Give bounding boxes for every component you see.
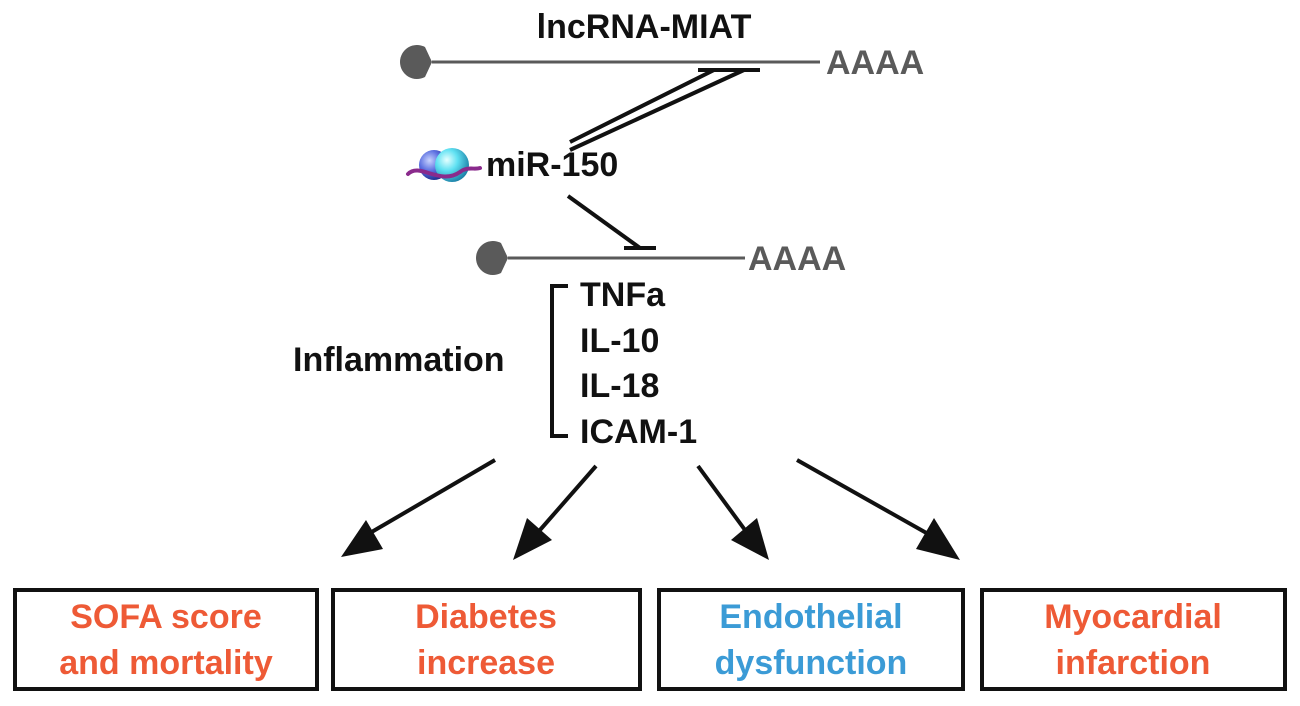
inhibition-line-1 xyxy=(569,68,715,144)
lncrna-title: lncRNA-MIAT xyxy=(537,8,752,46)
arrow-to-sofa xyxy=(341,458,497,557)
inhibition-line-2 xyxy=(569,68,745,152)
outcome-myocardial-line2: infarction xyxy=(1056,644,1211,682)
factor-icam-1: ICAM-1 xyxy=(580,413,697,451)
outcome-sofa-line1: SOFA score xyxy=(70,598,261,636)
outcome-endothelial-line1: Endothelial xyxy=(719,598,902,636)
poly-a-tail-target: AAAA xyxy=(748,240,846,278)
outcome-sofa-line2: and mortality xyxy=(59,644,273,682)
arrow-to-diabetes xyxy=(513,464,598,560)
arrow-to-myocardial xyxy=(796,458,960,560)
inhibition-line-3 xyxy=(566,194,642,250)
outcome-myocardial-line1: Myocardial xyxy=(1044,598,1222,636)
outcome-box-diabetes: Diabetes increase xyxy=(331,588,642,691)
outcome-diabetes-line2: increase xyxy=(417,644,555,682)
poly-a-tail-top: AAAA xyxy=(826,44,924,82)
factor-il-10: IL-10 xyxy=(580,322,659,360)
mirna-label: miR-150 xyxy=(486,146,618,184)
outcome-box-sofa: SOFA score and mortality xyxy=(13,588,319,691)
cap-icon-top xyxy=(400,44,432,80)
risc-complex-icon xyxy=(406,148,482,182)
inflammation-bracket xyxy=(550,284,568,438)
inflammation-label: Inflammation xyxy=(293,341,505,379)
outcome-box-endothelial: Endothelial dysfunction xyxy=(657,588,965,691)
cap-icon-target xyxy=(476,241,508,275)
factor-il-18: IL-18 xyxy=(580,367,659,405)
outcome-endothelial-line2: dysfunction xyxy=(715,644,908,682)
outcome-diabetes-line1: Diabetes xyxy=(415,598,557,636)
arrow-to-endothelial xyxy=(696,464,769,560)
factor-tnfa: TNFa xyxy=(580,276,666,314)
outcome-box-myocardial: Myocardial infarction xyxy=(980,588,1287,691)
